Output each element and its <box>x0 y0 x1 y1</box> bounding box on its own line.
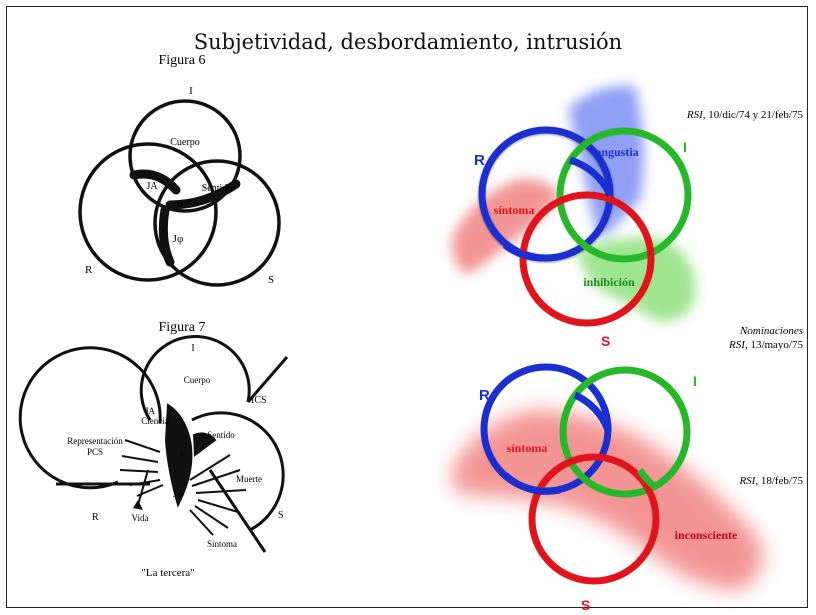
lower-right-diagram: Nominaciones RSI, 13/mayo/75 R I S sínto… <box>451 325 803 613</box>
upper-source-rsi: RSI <box>686 109 704 121</box>
figura-6-circle-r <box>78 142 218 282</box>
lower-label-sintoma: síntoma <box>507 441 548 455</box>
lower-source: RSI, 18/feb/75 <box>738 475 803 487</box>
upper-label-i: I <box>683 139 687 155</box>
figura-7-hatching-left <box>119 439 164 497</box>
figura-6-label-jphi: Jφ <box>173 233 184 245</box>
lower-ring-s <box>528 453 660 585</box>
upper-ring-s <box>519 191 655 327</box>
figura-7-label-ics: ICS <box>251 395 267 406</box>
lower-ring-i-overlap <box>636 468 658 490</box>
figura-7: Figura 7 I Cuerpo ICS JA Ciencia Sentido… <box>18 320 289 579</box>
upper-right-diagram: R I S angustia síntoma inhibición RSI, 1… <box>451 85 804 349</box>
figura-6-label-a: a <box>178 199 183 210</box>
figura-7-hatching-right <box>189 454 247 536</box>
upper-source-dates: , 10/dic/74 y 21/feb/75 <box>703 109 804 121</box>
figura-7-object-a-shape <box>164 403 193 508</box>
figura-6-label-s: S <box>268 274 274 286</box>
figura-7-label-a: a <box>181 448 186 458</box>
lower-inconsciente-shade <box>451 410 763 590</box>
figura-7-label-r: R <box>92 512 99 523</box>
figura-6-label-r: R <box>85 264 93 276</box>
nominaciones-source-dates: , 13/mayo/75 <box>745 339 804 351</box>
figura-6-thick-arc-ja <box>129 169 181 195</box>
figura-7-label-i: I <box>191 343 194 354</box>
upper-label-sintoma: síntoma <box>494 203 535 217</box>
figura-6-caption: Figura 6 <box>158 53 205 68</box>
nominaciones-label: Nominaciones <box>739 325 803 337</box>
upper-label-inhibicion: inhibición <box>583 275 635 289</box>
lower-source-rsi: RSI <box>738 475 756 487</box>
upper-ring-i <box>556 127 692 263</box>
lower-ring-r-overlap <box>502 472 561 495</box>
nominaciones-source: RSI, 13/mayo/75 <box>728 339 803 351</box>
figura-7-label-sentido: Sentido <box>207 430 235 440</box>
figura-7-sentido-wedge <box>192 432 217 457</box>
figura-6-label-ja: JA <box>146 181 158 192</box>
figura-7-label-representacion: Representación <box>67 436 123 446</box>
figura-6-label-sentido: Sentido <box>202 183 233 194</box>
figura-6-circle-i <box>128 99 242 213</box>
figura-7-arrow-vida-head <box>133 500 143 510</box>
figura-7-label-s: S <box>278 510 284 521</box>
figura-7-arc-i <box>139 335 251 421</box>
upper-angustia-shade <box>568 85 644 240</box>
figura-6-thick-arc-jphi <box>158 205 175 267</box>
figura-6: Figura 6 I Cuerpo JA Sentido a Jφ R S <box>78 53 281 287</box>
lower-label-r: R <box>479 387 490 404</box>
figura-7-arc-r <box>18 346 162 490</box>
lower-label-inconsciente: inconsciente <box>675 528 738 542</box>
figura-7-arrow-vida-line <box>137 469 149 506</box>
lower-source-dates: , 18/feb/75 <box>755 475 803 487</box>
upper-source: RSI, 10/dic/74 y 21/feb/75 <box>686 109 804 121</box>
figura-7-label-vida: Vida <box>132 513 149 523</box>
lower-label-s: S <box>581 597 590 613</box>
figura-7-label-muerte: Muerte <box>236 474 262 484</box>
figura-7-subcaption: "La tercera" <box>141 567 194 579</box>
figura-7-label-sintoma: Síntoma <box>207 539 237 549</box>
page-title: Subjetividad, desbordamiento, intrusión <box>193 30 623 54</box>
figura-7-label-cuerpo: Cuerpo <box>184 375 211 385</box>
upper-label-r: R <box>474 152 485 169</box>
figura-7-arc-s <box>191 411 285 532</box>
upper-label-angustia: angustia <box>595 145 638 159</box>
figura-7-label-jphi: Jφ <box>173 489 183 500</box>
lower-ring-r-overlap-2 <box>573 391 612 432</box>
figura-7-label-ciencia: Ciencia <box>141 416 169 426</box>
figura-6-circle-s <box>153 159 281 287</box>
upper-ring-r-overlap-2 <box>568 156 614 197</box>
figura-6-label-cuerpo: Cuerpo <box>170 137 199 148</box>
nominaciones-source-rsi: RSI <box>728 339 746 351</box>
figura-7-line-ics <box>246 356 289 403</box>
figura-7-label-pcs: PCS <box>87 447 103 457</box>
figura-6-thick-arc-sentido <box>165 179 241 210</box>
upper-sintoma-shade <box>451 179 560 275</box>
figura-7-caption: Figura 7 <box>158 320 205 335</box>
figura-7-label-ja: JA <box>145 406 156 416</box>
upper-label-s: S <box>601 333 610 349</box>
upper-ring-r-overlap <box>502 242 547 262</box>
lower-ring-i <box>559 366 691 498</box>
figura-6-label-i: I <box>189 85 193 97</box>
lower-label-i: I <box>693 373 697 389</box>
